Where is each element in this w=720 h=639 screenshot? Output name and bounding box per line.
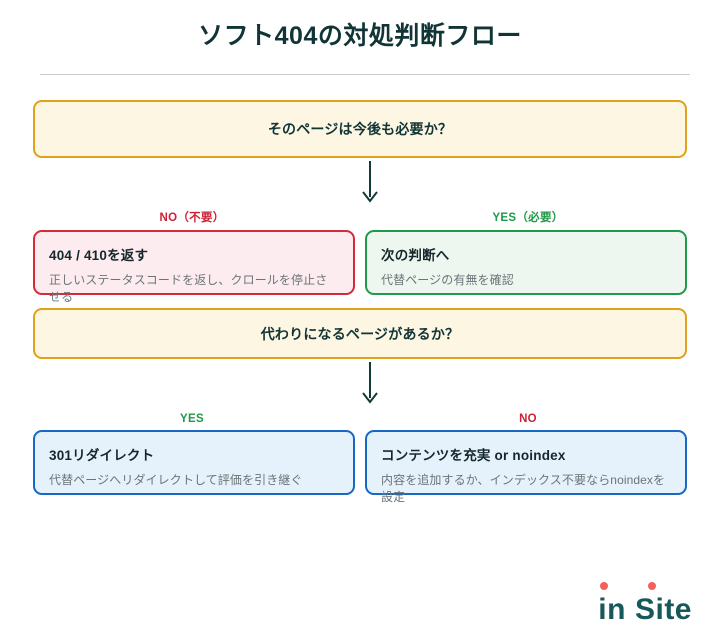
outcome-box-301-redirect[interactable]: 301リダイレクト 代替ページへリダイレクトして評価を引き継ぐ (33, 430, 355, 495)
logo-word-in-text: in (598, 593, 626, 626)
outcome-box-enrich-or-noindex[interactable]: コンテンツを充実 or noindex 内容を追加するか、インデックス不要ならn… (365, 430, 687, 504)
brand-logo: in Site (598, 582, 692, 626)
outcome-enrich-or-noindex-description: 内容を追加するか、インデックス不要ならnoindexを設定 (381, 473, 666, 504)
logo-dot-icon-in (600, 582, 609, 590)
branch-label-yes-1: YES（必要） (492, 212, 564, 224)
branch-label-no-2: NO (519, 413, 537, 425)
logo-word-in: in (598, 582, 626, 626)
decision-box-2[interactable]: 代わりになるページがあるか？ (33, 308, 687, 359)
outcome-enrich-or-noindex-title: コンテンツを充実 or noindex (381, 448, 566, 463)
outcome-box-return-404[interactable]: 404 / 410を返す 正しいステータスコードを返し、クロールを停止させる (33, 230, 355, 304)
outcome-next-decision-description: 代替ページの有無を確認 (381, 273, 514, 287)
arrow-down-icon-2 (358, 362, 382, 406)
title-divider (40, 74, 690, 75)
page-title: ソフト404の対処判断フロー (198, 22, 522, 50)
outcome-next-decision-title: 次の判断へ (381, 248, 450, 263)
branch-label-no-1: NO（不要） (159, 212, 225, 224)
outcome-301-redirect-title: 301リダイレクト (49, 448, 155, 463)
branch-label-yes-2: YES (180, 413, 204, 425)
logo-word-site: Site (634, 582, 692, 626)
logo-word-site-text: Site (634, 593, 692, 626)
decision-box-1[interactable]: そのページは今後も必要か？ (33, 100, 687, 158)
logo-dot-icon-site (647, 582, 656, 590)
decision-1-question: そのページは今後も必要か？ (267, 121, 453, 137)
outcome-301-redirect-description: 代替ページへリダイレクトして評価を引き継ぐ (49, 473, 303, 487)
outcome-return-404-title: 404 / 410を返す (49, 248, 149, 263)
decision-2-question: 代わりになるページがあるか？ (260, 325, 460, 342)
outcome-box-next-decision[interactable]: 次の判断へ 代替ページの有無を確認 (365, 230, 687, 295)
outcome-return-404-description: 正しいステータスコードを返し、クロールを停止させる (49, 273, 328, 304)
arrow-down-icon (358, 161, 382, 205)
